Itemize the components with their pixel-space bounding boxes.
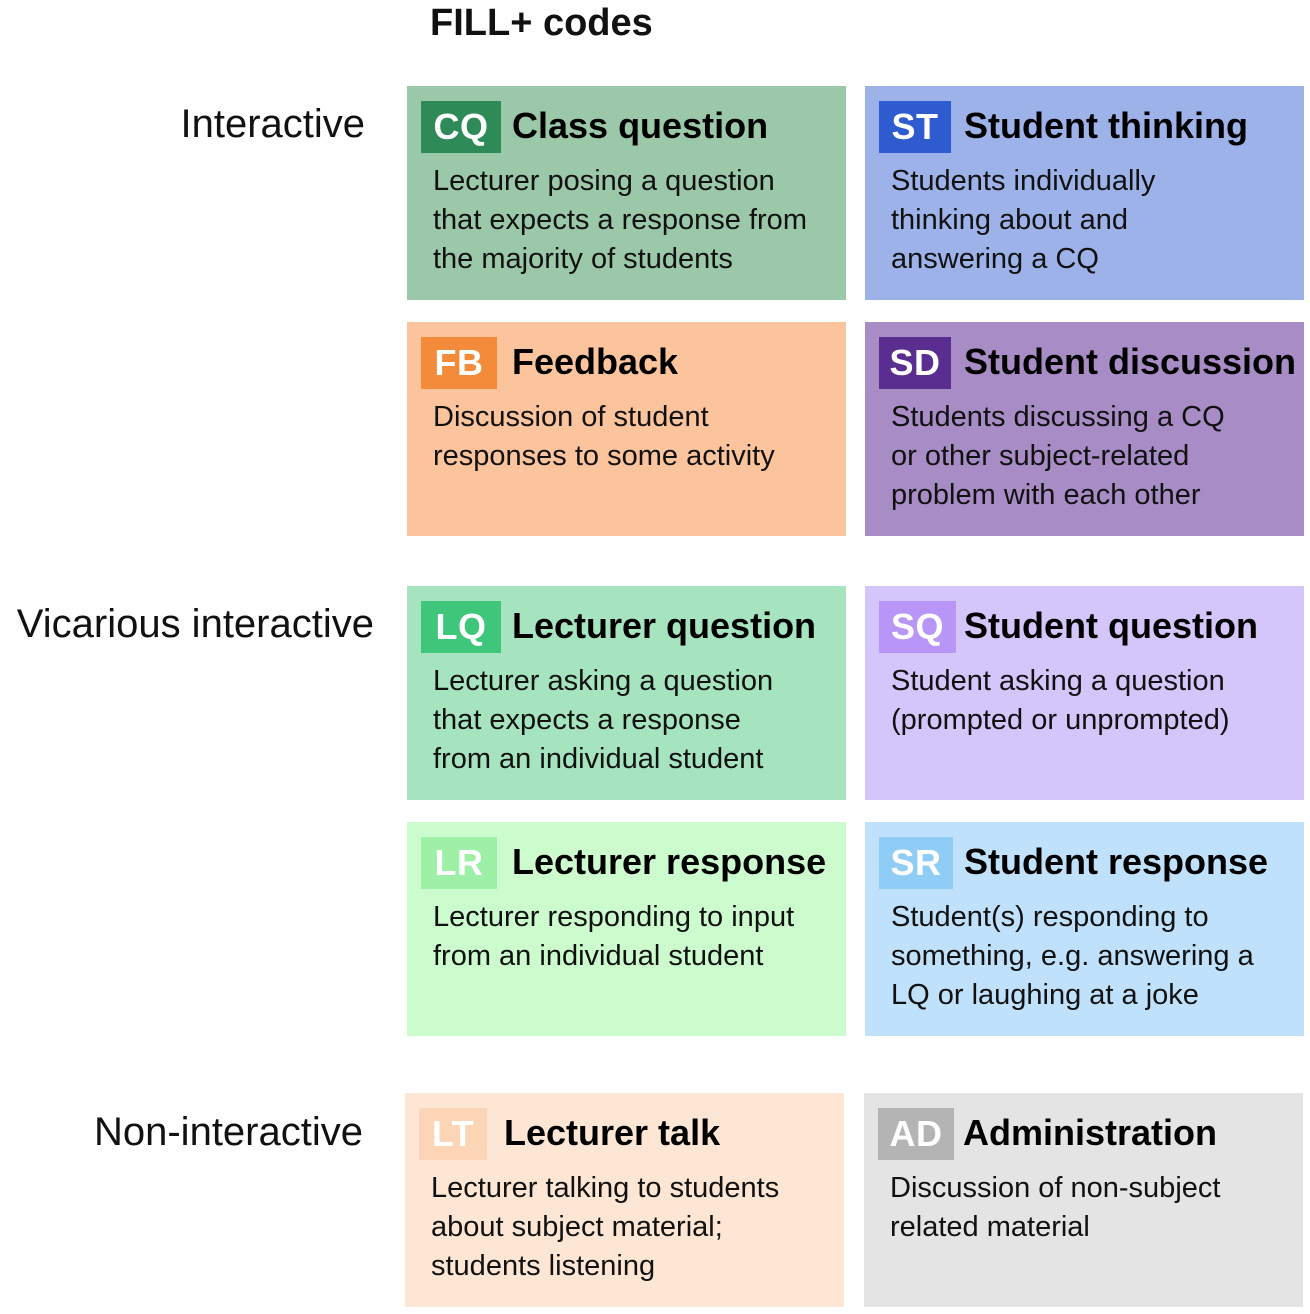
description-line: LQ or laughing at a joke — [891, 979, 1199, 1011]
description-line: Students discussing a CQ — [891, 401, 1225, 433]
card-description-feedback: Discussion of student responses to some … — [433, 398, 833, 476]
description-line: problem with each other — [891, 479, 1201, 511]
description-line: (prompted or unprompted) — [891, 704, 1230, 736]
card-title-administration: Administration — [963, 1112, 1218, 1153]
card-student-response: SR Student response Student(s) respondin… — [865, 822, 1304, 1036]
description-line: Lecturer responding to input — [433, 901, 795, 933]
group-label-non-interactive: Non-interactive — [93, 1110, 363, 1154]
description-line: Discussion of non-subject — [890, 1172, 1221, 1204]
card-description-lecturer-response: Lecturer responding to input from an ind… — [433, 898, 833, 976]
description-line: from an individual student — [433, 940, 764, 972]
card-title-lecturer-response: Lecturer response — [512, 841, 827, 882]
card-administration: AD Administration Discussion of non-subj… — [864, 1093, 1303, 1307]
card-description-lecturer-talk: Lecturer talking to students about subje… — [431, 1169, 831, 1286]
description-line: from an individual student — [433, 743, 764, 775]
card-title-class-question: Class question — [512, 105, 769, 146]
description-line: the majority of students — [433, 243, 733, 275]
description-line: about subject material; — [431, 1211, 723, 1243]
description-line: responses to some activity — [433, 440, 775, 472]
card-title-lecturer-question: Lecturer question — [512, 605, 817, 646]
code-badge-lr: LR — [421, 837, 497, 889]
description-line: Student asking a question — [891, 665, 1225, 697]
group-label-interactive: Interactive — [180, 102, 365, 146]
card-description-administration: Discussion of non-subject related materi… — [890, 1169, 1290, 1247]
code-badge-st: ST — [879, 101, 951, 153]
code-badge-fb: FB — [421, 337, 497, 389]
card-lecturer-response: LR Lecturer response Lecturer responding… — [407, 822, 846, 1036]
code-badge-lt: LT — [419, 1108, 487, 1160]
card-student-discussion: SD Student discussion Students discussin… — [865, 322, 1304, 536]
card-lecturer-question: LQ Lecturer question Lecturer asking a q… — [407, 586, 846, 800]
card-class-question: CQ Class question Lecturer posing a ques… — [407, 86, 846, 300]
card-description-lecturer-question: Lecturer asking a question that expects … — [433, 662, 833, 779]
card-title-lecturer-talk: Lecturer talk — [504, 1112, 721, 1153]
description-line: Students individually — [891, 165, 1156, 197]
card-student-question: SQ Student question Student asking a que… — [865, 586, 1304, 800]
description-line: or other subject-related — [891, 440, 1190, 472]
group-label-vicarious-interactive: Vicarious interactive — [16, 602, 374, 646]
card-student-thinking: ST Student thinking Students individuall… — [865, 86, 1304, 300]
description-line: thinking about and — [891, 204, 1129, 236]
description-line: Lecturer talking to students — [431, 1172, 780, 1204]
card-title-student-discussion: Student discussion — [964, 341, 1297, 382]
code-badge-lq: LQ — [421, 601, 501, 653]
description-line: students listening — [431, 1250, 656, 1282]
card-title-student-question: Student question — [964, 605, 1258, 646]
card-description-student-discussion: Students discussing a CQ or other subjec… — [891, 398, 1291, 515]
description-line: something, e.g. answering a — [891, 940, 1254, 972]
code-badge-ad: AD — [878, 1108, 954, 1160]
description-line: Lecturer posing a question — [433, 165, 775, 197]
card-title-student-thinking: Student thinking — [964, 105, 1248, 146]
description-line: related material — [890, 1211, 1090, 1243]
description-line: that expects a response from — [433, 204, 807, 236]
description-line: Lecturer asking a question — [433, 665, 774, 697]
diagram-title: FILL+ codes — [430, 2, 653, 44]
card-description-student-thinking: Students individually thinking about and… — [891, 162, 1291, 279]
description-line: answering a CQ — [891, 243, 1099, 275]
card-description-student-response: Student(s) responding to something, e.g.… — [891, 898, 1291, 1015]
card-lecturer-talk: LT Lecturer talk Lecturer talking to stu… — [405, 1093, 844, 1307]
card-title-feedback: Feedback — [512, 341, 679, 382]
code-badge-sq: SQ — [879, 601, 956, 653]
card-feedback: FB Feedback Discussion of student respon… — [407, 322, 846, 536]
code-badge-sr: SR — [879, 837, 953, 889]
description-line: Student(s) responding to — [891, 901, 1209, 933]
description-line: Discussion of student — [433, 401, 709, 433]
code-badge-sd: SD — [879, 337, 951, 389]
card-description-student-question: Student asking a question (prompted or u… — [891, 662, 1291, 740]
card-title-student-response: Student response — [964, 841, 1269, 882]
description-line: that expects a response — [433, 704, 741, 736]
code-badge-cq: CQ — [421, 101, 501, 153]
card-description-class-question: Lecturer posing a question that expects … — [433, 162, 833, 279]
